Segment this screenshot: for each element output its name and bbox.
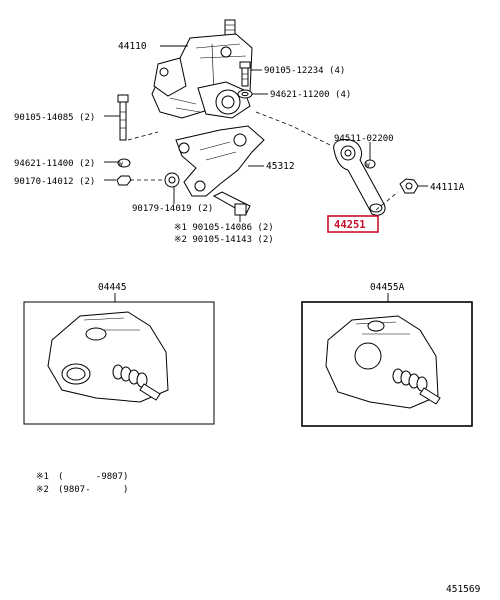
label-44251: 44251: [334, 219, 366, 231]
nut-90170-14012: [116, 175, 132, 186]
highlight-44251[interactable]: 44251: [327, 215, 379, 233]
label-44111A: 44111A: [430, 182, 465, 193]
label-90105-14086: ※1 90105-14086 (2): [174, 223, 274, 233]
svg-text:W: W: [119, 161, 123, 168]
label-90105-14085: 90105-14085 (2): [14, 113, 95, 123]
assembly-line-1: [127, 131, 159, 141]
kit-04455A-box: [301, 301, 473, 427]
label-kit-04445: 04445: [98, 282, 127, 293]
steering-gear-housing: [151, 19, 253, 119]
washer-94621-11200: [237, 89, 253, 99]
note-1-text: ( -9807): [58, 472, 128, 482]
note-2-mark: ※2: [36, 485, 49, 495]
bolt-90105-14085: [117, 94, 129, 141]
leader-lines: [104, 45, 428, 222]
lock-washer-94511-02200: W: [364, 159, 376, 169]
label-90105-14143: ※2 90105-14143 (2): [174, 235, 274, 245]
note-1-mark: ※1: [36, 472, 49, 482]
kit-04445-illustration: [47, 311, 169, 403]
note-2-text: (9807- ): [58, 485, 128, 495]
nut-44111A: [399, 178, 419, 194]
kit-04445-box: [23, 301, 215, 425]
label-44110: 44110: [118, 41, 147, 52]
label-90179-14019: 90179-14019 (2): [132, 204, 213, 214]
label-45312: 45312: [266, 161, 295, 172]
assembly-line-2: [255, 111, 333, 147]
label-94621-11200: 94621-11200 (4): [270, 90, 351, 100]
figure-number: 451569: [446, 584, 481, 595]
bushing-90179-14019: [164, 172, 180, 188]
label-90170-14012: 90170-14012 (2): [14, 177, 95, 187]
washer-94621-11400: W: [117, 158, 131, 168]
label-90105-12234: 90105-12234 (4): [264, 66, 345, 76]
label-94511-02200: 94511-02200: [334, 134, 394, 144]
steering-gear-bracket: [175, 125, 265, 197]
bolt-90105-14086: [212, 191, 251, 216]
assembly-line-3: [375, 191, 399, 211]
bolt-90105-12234: [239, 61, 251, 87]
pitman-arm: [333, 139, 386, 216]
kit-04455A-illustration: [325, 315, 441, 409]
label-kit-04455A: 04455A: [370, 282, 405, 293]
label-94621-11400: 94621-11400 (2): [14, 159, 95, 169]
svg-text:W: W: [366, 162, 370, 169]
